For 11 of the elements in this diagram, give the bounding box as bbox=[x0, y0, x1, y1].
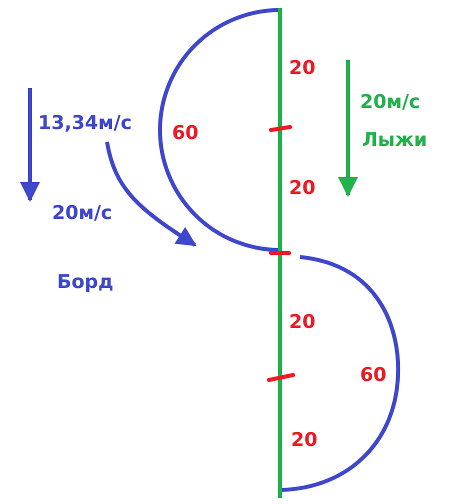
measure-label: 60 bbox=[360, 365, 386, 386]
speed-label: Борд bbox=[57, 272, 114, 293]
measure-label: 60 bbox=[172, 123, 198, 144]
measure-label: 20 bbox=[289, 312, 316, 333]
speed-label: 20м/с bbox=[52, 203, 112, 224]
speed-label: Лыжи bbox=[362, 130, 428, 151]
speed-label: 13,34м/с bbox=[38, 113, 132, 134]
measure-label: 20 bbox=[289, 58, 316, 79]
measure-label: 20 bbox=[291, 430, 318, 451]
speed-label: 20м/с bbox=[360, 92, 420, 113]
measure-label: 20 bbox=[289, 178, 316, 199]
